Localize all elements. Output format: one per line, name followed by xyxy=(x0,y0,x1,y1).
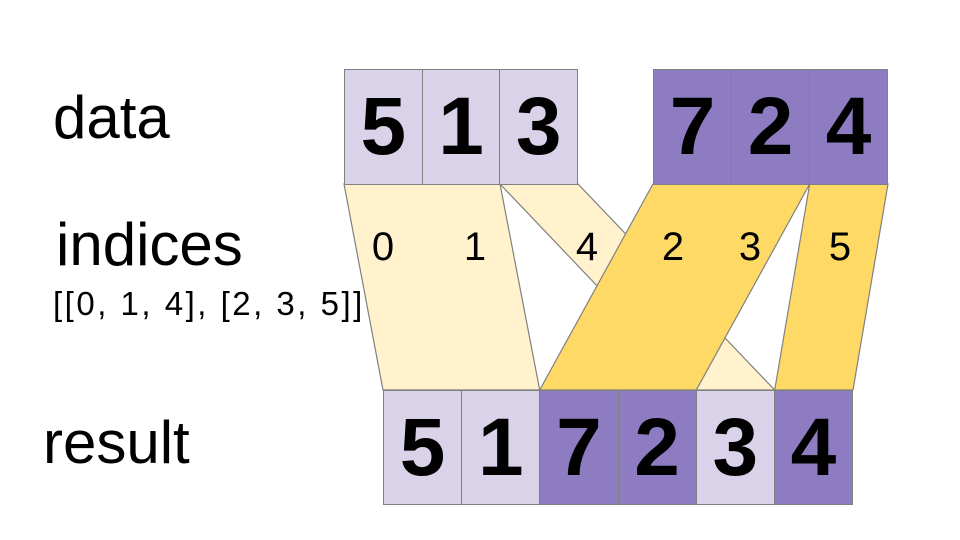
data-cell: 7 xyxy=(654,70,732,184)
result-cell: 7 xyxy=(540,391,619,504)
index-value: 3 xyxy=(738,225,762,269)
index-value: 2 xyxy=(661,225,685,269)
index-value: 0 xyxy=(371,225,395,269)
indices-row-label: indices xyxy=(56,211,243,278)
result-cell: 1 xyxy=(462,391,541,504)
ribbon-group1-main xyxy=(343,183,541,391)
index-value: 5 xyxy=(828,225,852,269)
result-cell: 3 xyxy=(696,391,775,504)
data-group-2: 7 2 4 xyxy=(653,69,888,185)
index-value: 1 xyxy=(463,225,487,269)
result-row-label: result xyxy=(43,409,190,476)
data-cell: 1 xyxy=(423,70,501,184)
result-cell: 5 xyxy=(384,391,463,504)
data-cell: 4 xyxy=(825,81,872,172)
data-cell: 5 xyxy=(345,70,423,184)
data-cell: 3 xyxy=(515,81,562,172)
result-cell: 2 xyxy=(618,391,697,504)
result-row: 5 1 7 2 3 4 xyxy=(383,390,853,505)
result-cell: 4 xyxy=(774,391,853,504)
data-row-label: data xyxy=(53,84,170,151)
indices-array-value: [[0, 1, 4], [2, 3, 5]] xyxy=(53,285,365,322)
data-group-1: 5 1 3 xyxy=(344,69,578,185)
data-cell: 2 xyxy=(732,70,810,184)
index-value: 4 xyxy=(575,225,599,269)
